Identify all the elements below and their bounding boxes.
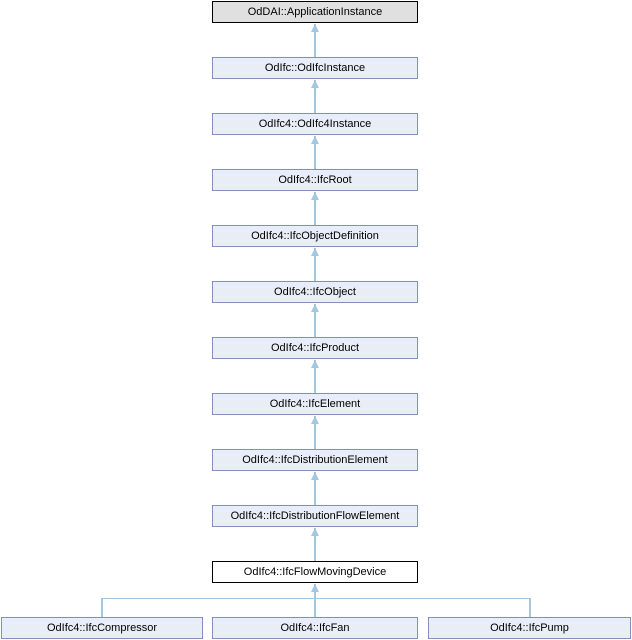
edge-line — [314, 248, 316, 281]
edge-line — [314, 528, 316, 561]
node-odifc4-ifcobjectdefinition[interactable]: OdIfc4::IfcObjectDefinition — [212, 225, 418, 247]
edge-line — [314, 360, 316, 393]
node-odifc4-ifcflowmovingdevice: OdIfc4::IfcFlowMovingDevice — [212, 561, 418, 583]
edge-rail — [102, 598, 531, 599]
edge-stub-pump — [529, 598, 531, 617]
edge-arrow-icon — [311, 24, 319, 32]
node-odifc4-ifcroot[interactable]: OdIfc4::IfcRoot — [212, 169, 418, 191]
edge-arrow-icon — [311, 472, 319, 480]
edge-line — [314, 472, 316, 505]
edge-arrow-icon — [311, 248, 319, 256]
node-odifc4-ifcdistributionflowelement[interactable]: OdIfc4::IfcDistributionFlowElement — [212, 505, 418, 527]
edge-arrow-icon — [311, 416, 319, 424]
node-odifc4-ifcfan[interactable]: OdIfc4::IfcFan — [212, 617, 418, 639]
edge-arrow-icon — [311, 360, 319, 368]
edge-line — [314, 304, 316, 337]
node-odifc4-ifcelement[interactable]: OdIfc4::IfcElement — [212, 393, 418, 415]
edge-arrow-icon — [311, 304, 319, 312]
edge-arrow-icon — [311, 192, 319, 200]
node-odifc4-ifcproduct[interactable]: OdIfc4::IfcProduct — [212, 337, 418, 359]
edge-line — [314, 584, 316, 617]
node-odifc4-ifcpump[interactable]: OdIfc4::IfcPump — [428, 617, 631, 639]
node-odifc4-ifcobject[interactable]: OdIfc4::IfcObject — [212, 281, 418, 303]
edge-line — [314, 136, 316, 169]
node-odifc-odifcinstance[interactable]: OdIfc::OdIfcInstance — [212, 57, 418, 79]
node-odifc4-odifc4instance[interactable]: OdIfc4::OdIfc4Instance — [212, 113, 418, 135]
node-odifc4-ifcdistributionelement[interactable]: OdIfc4::IfcDistributionElement — [212, 449, 418, 471]
edge-line — [314, 192, 316, 225]
edge-arrow-icon — [311, 528, 319, 536]
node-oddai-applicationinstance[interactable]: OdDAI::ApplicationInstance — [212, 1, 418, 23]
edge-stub-compressor — [101, 598, 103, 617]
edge-arrow-icon — [311, 136, 319, 144]
edge-arrow-icon — [311, 584, 319, 592]
edge-line — [314, 80, 316, 113]
node-odifc4-ifccompressor[interactable]: OdIfc4::IfcCompressor — [1, 617, 203, 639]
edge-line — [314, 416, 316, 449]
edge-line — [314, 24, 316, 57]
edge-arrow-icon — [311, 80, 319, 88]
